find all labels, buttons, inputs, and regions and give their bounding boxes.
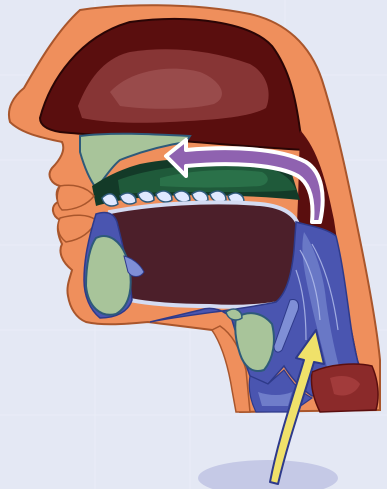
floor-shadow <box>198 460 338 489</box>
oral-cavity-tongue <box>110 202 300 306</box>
